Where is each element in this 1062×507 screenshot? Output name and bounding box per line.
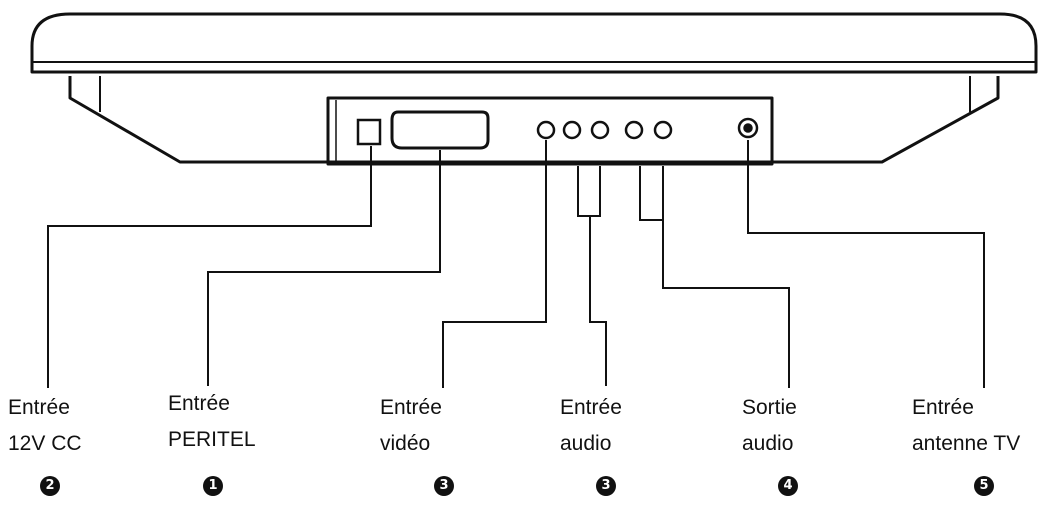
leader-line-audio-in	[577, 166, 601, 217]
leader-line-antenna-in	[747, 140, 985, 388]
label-antenna-in: Entrée antenne TV	[912, 396, 1021, 455]
label-dc-in: Entrée 12V CC	[8, 396, 82, 455]
badge-audio-in: 3	[596, 476, 616, 496]
leader-line-audio-in-drop	[589, 216, 607, 386]
connector-panel	[326, 96, 774, 166]
badge-dc-in: 2	[40, 476, 60, 496]
badge-scart-in: 1	[203, 476, 223, 496]
label-video-in: Entrée vidéo	[380, 396, 442, 455]
badge-audio-out: 4	[778, 476, 798, 496]
dc-power-jack-icon	[356, 118, 382, 146]
leader-line-dc-in	[47, 146, 372, 388]
audio-out-left-jack-icon	[624, 120, 644, 140]
badge-video-in: 3	[434, 476, 454, 496]
device-body-outline	[68, 76, 1000, 164]
antenna-jack-outer-icon	[737, 117, 759, 139]
scart-socket-icon	[390, 110, 490, 150]
label-audio-out: Sortie audio	[742, 396, 797, 455]
video-rca-jack-icon	[536, 120, 556, 140]
leader-line-audio-out-drop	[662, 220, 790, 388]
audio-in-right-jack-icon	[590, 120, 610, 140]
audio-out-right-jack-icon	[653, 120, 673, 140]
label-scart-in: Entrée PERITEL	[168, 392, 256, 451]
leader-line-scart-in	[207, 150, 441, 386]
leader-line-video-in	[442, 140, 547, 388]
label-audio-in: Entrée audio	[560, 396, 622, 455]
badge-antenna-in: 5	[974, 476, 994, 496]
device-top-bezel	[30, 12, 1038, 74]
antenna-jack-inner-icon	[743, 123, 753, 133]
audio-in-left-jack-icon	[562, 120, 582, 140]
leader-line-audio-out	[639, 166, 664, 221]
